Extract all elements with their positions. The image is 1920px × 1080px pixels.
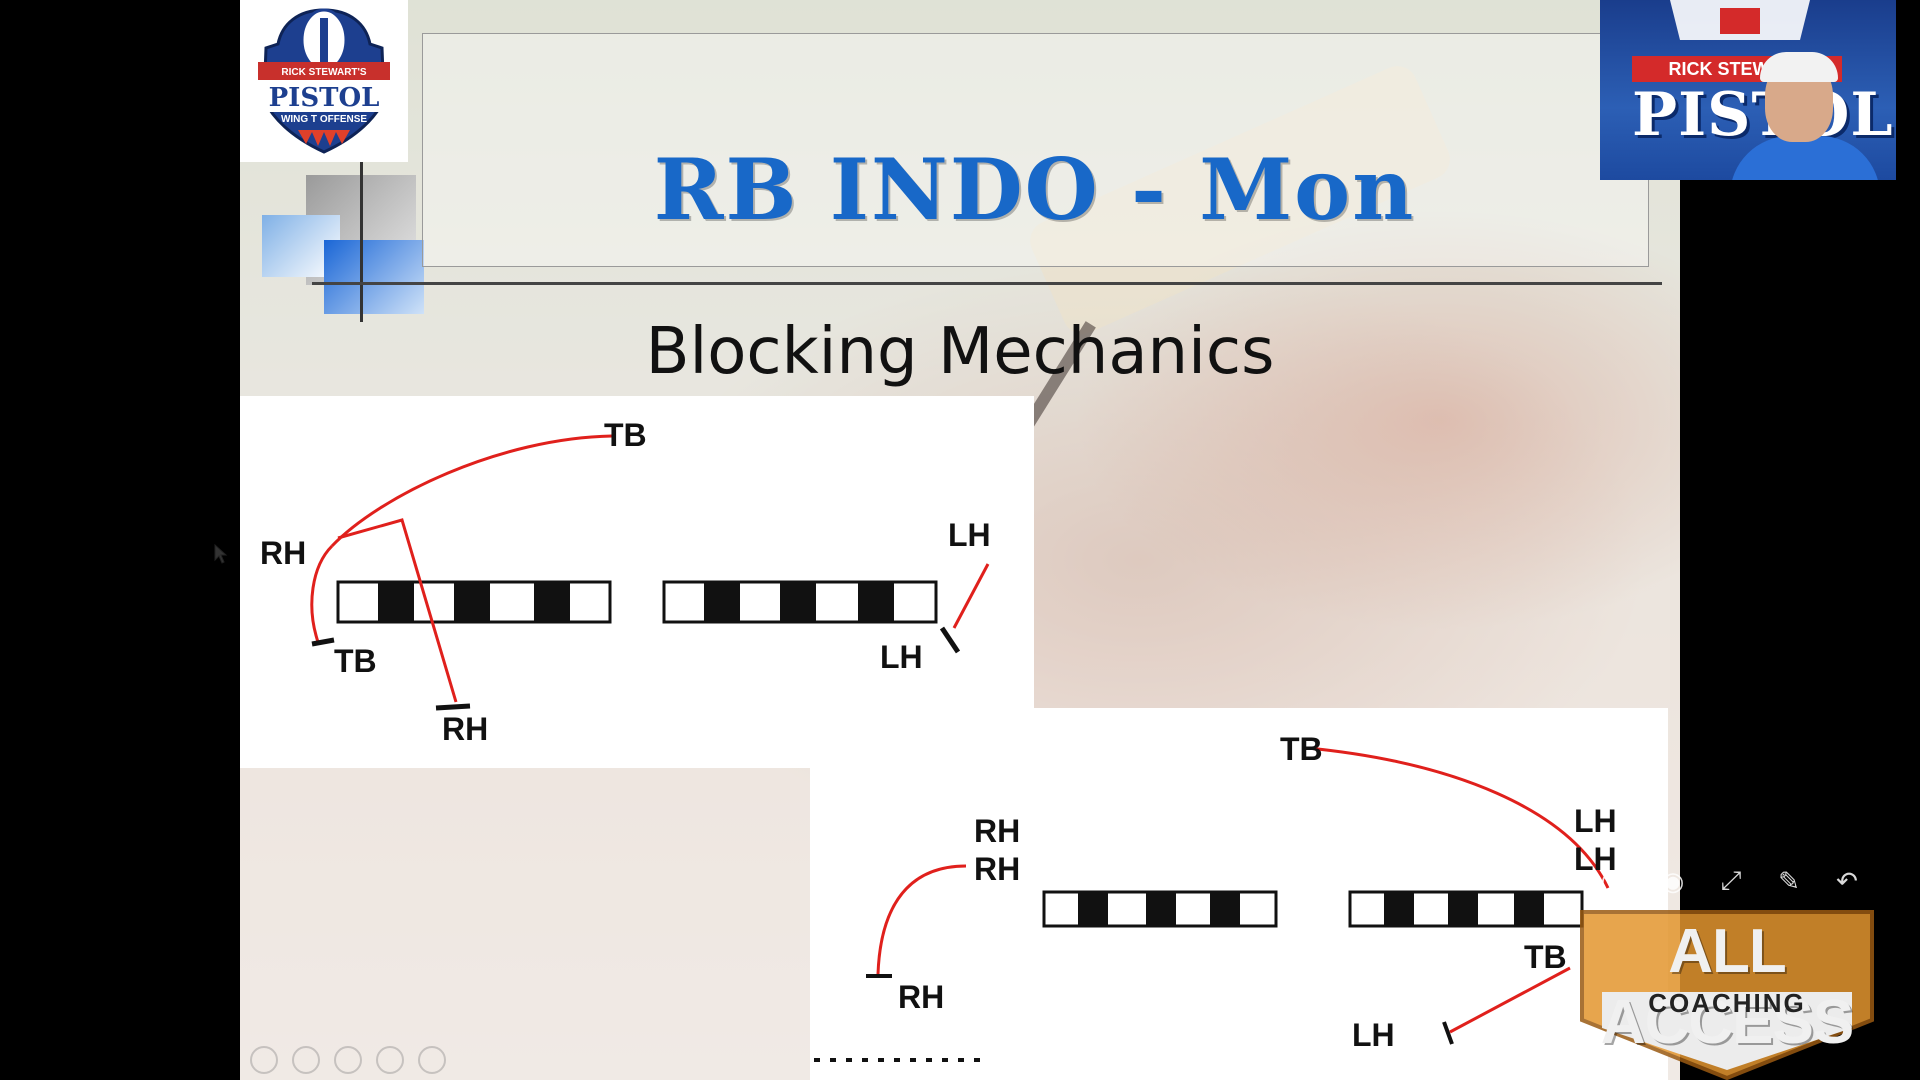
line-formation-left xyxy=(1042,890,1278,928)
webcam-logo-text: PISTOL xyxy=(1632,80,1894,150)
all-access-coaching-badge: ALL ACCESS COACHING xyxy=(1572,900,1882,1080)
blocking-diagram-2: TB LH LH RH RH RH TB LH xyxy=(810,708,1668,1080)
block-mark-lh xyxy=(1442,1021,1454,1045)
route-tb-arc xyxy=(330,434,613,548)
resize-icon[interactable]: ⤢ xyxy=(1720,865,1742,895)
label-lh-top: LH xyxy=(948,517,991,553)
label-lh-2: LH xyxy=(1574,841,1617,877)
line-formation-right xyxy=(662,580,938,624)
deco-square-blue xyxy=(324,240,424,314)
circle-icon[interactable]: ◯ xyxy=(1600,865,1630,896)
pen-tool-icon[interactable] xyxy=(334,1046,362,1074)
line-formation-left xyxy=(336,580,612,624)
route-tb-arc xyxy=(1307,746,1610,889)
slide-title: RB INDO - Mon xyxy=(653,140,1416,239)
label-rh-low: RH xyxy=(442,711,488,747)
label-lh-1: LH xyxy=(1574,803,1617,839)
logo-line1: RICK STEWART'S xyxy=(281,67,366,78)
zoom-icon[interactable] xyxy=(376,1046,404,1074)
logo-line3: WING T OFFENSE xyxy=(281,114,367,125)
route-rh-cross xyxy=(337,518,458,703)
label-tb-low: TB xyxy=(334,643,377,679)
blocking-diagram-1: TB RH LH TB RH LH xyxy=(240,396,1034,768)
label-tb-low: TB xyxy=(1524,939,1567,975)
annotation-toolbar: ◯ ◉ ⤢ ✎ ↶ xyxy=(1600,865,1862,896)
label-tb-top: TB xyxy=(1280,731,1323,767)
badge-subtitle: COACHING xyxy=(1648,988,1806,1018)
line-formation-right xyxy=(1348,890,1584,928)
label-rh-low: RH xyxy=(898,979,944,1015)
prev-slide-icon[interactable] xyxy=(250,1046,278,1074)
title-divider-horizontal xyxy=(312,282,1662,285)
slide-nav-controls[interactable] xyxy=(250,1046,446,1074)
webcam-video: RICK STEWART PISTOL xyxy=(1600,0,1896,180)
pen-icon[interactable]: ✎ xyxy=(1778,865,1800,896)
label-lh-low: LH xyxy=(880,639,923,675)
pistol-logo: RICK STEWART'S PISTOL WING T OFFENSE xyxy=(240,0,408,162)
block-mark-tb xyxy=(311,637,335,647)
label-rh-1: RH xyxy=(974,813,1020,849)
next-slide-icon[interactable] xyxy=(292,1046,320,1074)
presentation-slide: RICK STEWART'S PISTOL WING T OFFENSE RB … xyxy=(240,0,1680,1080)
options-icon[interactable] xyxy=(418,1046,446,1074)
sphere-icon[interactable]: ◉ xyxy=(1661,865,1685,896)
title-frame xyxy=(422,33,1649,267)
presenter xyxy=(1730,48,1880,180)
undo-icon[interactable]: ↶ xyxy=(1836,865,1858,896)
mouse-cursor-icon xyxy=(214,544,228,564)
route-lh-low xyxy=(1449,966,1571,1034)
block-mark-lh xyxy=(939,626,961,654)
label-tb-top: TB xyxy=(604,417,647,453)
route-lh xyxy=(952,563,990,629)
label-lh-low: LH xyxy=(1352,1017,1395,1053)
route-tb-to-rh xyxy=(310,544,334,643)
block-mark-rh xyxy=(435,703,471,711)
label-rh-mid: RH xyxy=(260,535,306,571)
title-divider-vertical xyxy=(360,162,363,322)
route-rh xyxy=(876,864,967,975)
label-rh-2: RH xyxy=(974,851,1020,887)
badge-title: ALL ACCESS xyxy=(1600,917,1854,1057)
slide-subtitle: Blocking Mechanics xyxy=(645,315,1275,389)
logo-line2: PISTOL xyxy=(269,83,380,113)
